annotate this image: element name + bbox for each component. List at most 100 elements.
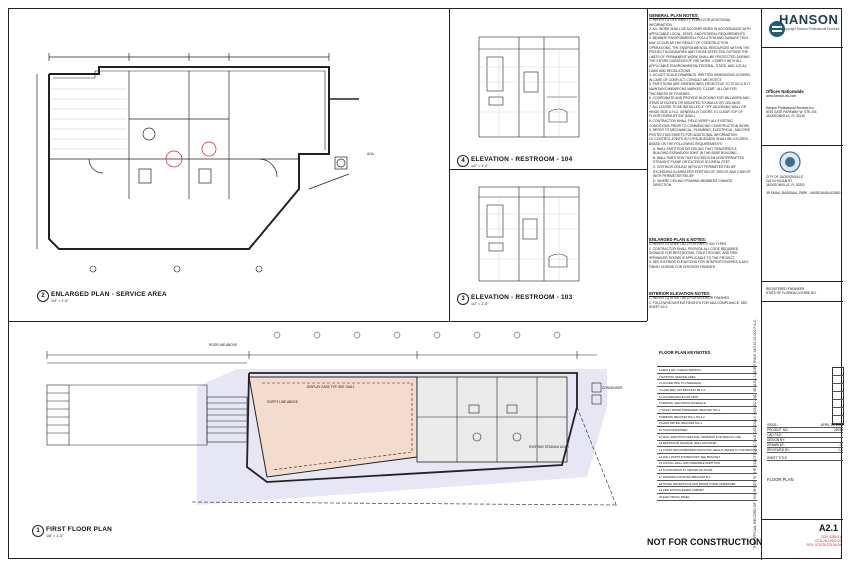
issue-value: APRIL 23, 2026	[820, 423, 843, 427]
general-note-10d: D. WHERE CEILING FRAMING MEMBERS CHANGE …	[653, 178, 733, 188]
keynote-text: 20 ELECTRICAL PANEL	[659, 494, 690, 499]
sheet-title-label: SHEET TITLE	[767, 456, 843, 461]
client-address-2: JACKSONVILLE, FL 32202	[766, 183, 805, 187]
view-divider	[449, 9, 450, 321]
tb-line	[761, 301, 843, 302]
keynote-row: 16 FLOOR DRAIN AT CENTER OF ROOM	[657, 467, 757, 474]
view-divider	[449, 169, 647, 170]
drawn-row: DRAWN BY: JC	[767, 443, 843, 448]
keynote-row: 15 INSTALL WALL AND OPERABLE PARTITION	[657, 461, 757, 468]
project-no-row: PROJECT NO: 25036	[767, 428, 843, 433]
keynote-text: 4 CASE BAR, ADJ BRACKET B4.2.3	[659, 387, 705, 392]
general-notes-title: GENERAL PLAN NOTES:	[649, 13, 699, 18]
doc-ids: CDN: 6256.51 CCD-26-12042.00 RCV: 0T1026…	[799, 535, 841, 547]
general-note-9: 9. REFER TO MECHANICAL, PLUMBING, ELECTR…	[649, 128, 751, 137]
keynote-row: 9 HAND DRYER, BRACKET 8/A-1	[657, 421, 757, 428]
keynote-row: 4 CASE BAR, ADJ BRACKET B4.2.3	[657, 387, 757, 394]
general-note-8: 8. CONTRACTOR SHALL FIELD VERIFY ALL EXI…	[649, 119, 751, 128]
revision-grid	[832, 367, 844, 425]
interior-notes: INTERIOR ELEVATION NOTES: 1. REFER TO SH…	[649, 291, 751, 310]
view-2-scale: 1/4" = 1'-0"	[51, 299, 69, 303]
enlarged-note-3: 3. SEE INTERIOR ELEVATIONS FOR INTERIOR …	[649, 260, 749, 269]
view-3-bubble: 3	[457, 293, 469, 305]
roofline-label: ROOFLINE ABOVE	[209, 343, 237, 347]
logo-wordmark: HANSON	[779, 12, 839, 27]
view-1-scale: 1/8" = 1'-0"	[46, 534, 64, 538]
aoa-label: AOA	[367, 152, 374, 156]
enlarged-note-1: 1. REFER TO SHEET A2.2 FOR PARTITION TYP…	[649, 242, 728, 246]
issue-label: ISSUE:	[767, 423, 778, 427]
general-note-6: 6. COORDINATE AND PROVIDE BLOCKING FOR M…	[649, 96, 750, 105]
not-for-construction: NOT FOR CONSTRUCTION	[647, 537, 763, 547]
interior-note-1: 1. REFER TO SHEET A9.0 FOR INTERIOR FINI…	[649, 296, 731, 300]
keynote-text: 5 LOUVER/GRILLE FOR VENT	[659, 394, 699, 399]
condenser-label: CONDENSER	[602, 386, 623, 390]
keynote-text: 1 NEW 3 HR. CHARACTERISTIC	[659, 367, 702, 372]
keynote-row: 8 MIRROR, BRACKET 8/A-1, B4-4.2	[657, 414, 757, 421]
keynote-text: 13 TOILET RECOMMENDED MOUNTING HEIGHT. R…	[659, 448, 757, 453]
client-name: CITY OF JACKSONVILLE	[766, 175, 804, 179]
project-no-label: PROJECT NO:	[767, 428, 789, 432]
general-note-5: 5. PARTITIONS ARE DIMENSIONED FROM STUD …	[649, 82, 751, 96]
keynote-row: 11 WALL PARTITION VERTICAL GRAB BAR FOR …	[657, 434, 757, 441]
company-address-2: JACKSONVILLE, FL 32216	[766, 114, 805, 118]
keynote-row: 13 TOILET RECOMMENDED MOUNTING HEIGHT. R…	[657, 447, 757, 454]
view-1-bubble: 1	[32, 525, 44, 537]
keynote-text: 9 HAND DRYER, BRACKET 8/A-1	[659, 421, 702, 426]
keynote-row: 5 LOUVER/GRILLE FOR VENT	[657, 394, 757, 401]
keynote-row: 3 LOUVER PIPE TO OVERHEAD	[657, 380, 757, 388]
keynote-text: 18 TRASH RECEPTACLE AND PAPER TOWEL DISP…	[659, 481, 736, 486]
general-note-4: 4. DO NOT SCALE DRAWINGS. WRITTEN DIMENS…	[649, 73, 751, 82]
enlarged-note-2: 2. CONTRACTOR SHALL PROVIDE ALL CODE REQ…	[649, 246, 739, 260]
keynote-text: 15 INSTALL WALL AND OPERABLE PARTITION	[659, 461, 720, 466]
keynote-text: 11 WALL PARTITION VERTICAL GRAB BAR FOR …	[659, 434, 741, 439]
existing-light-label: EXISTING STADIUM LIGHT	[529, 445, 570, 449]
general-note-1: 1. REFER TO LIFE SAFETY PLANS FOR ADDITI…	[649, 18, 731, 27]
keynote-text: 3 LOUVER PIPE TO OVERHEAD	[659, 381, 702, 386]
client-block: CITY OF JACKSONVILLE 214 N HOGAN ST JACK…	[766, 175, 842, 195]
enlarged-service-area-plan	[36, 53, 359, 273]
sheet-number: A2.1	[819, 523, 839, 533]
keynote-row: 6 MIRROR, SEE FINISH SCHEDULE	[657, 400, 757, 408]
elevation-restroom-104	[478, 36, 580, 138]
offices-block: Offices Nationwide www.hanson-inc.com Ha…	[766, 89, 842, 118]
keynote-row: 1 NEW 3 HR. CHARACTERISTIC	[657, 367, 757, 374]
engineer-block: REGISTERED ENGINEER STATE OF FLORIDA LIC…	[766, 287, 842, 295]
keynote-row: 10 SOAP DISPENSER	[657, 427, 757, 434]
general-notes: GENERAL PLAN NOTES: 1. REFER TO LIFE SAF…	[649, 13, 751, 188]
project-title: JR SMALL BASEBALL PARK - MUSEUM BUILDING	[766, 191, 841, 195]
keynote-text: 12 RESTROOM SIGNAGE, WALL MOUNTED	[659, 441, 717, 446]
reviewed-label: REVIEWED BY:	[767, 448, 790, 452]
keynote-row: 17 DRINKING FOUNTAIN BRACKET B-4	[657, 474, 757, 481]
view-2-bubble: 2	[37, 290, 49, 302]
reviewed-value: CD	[838, 448, 843, 452]
cad-label: CAD FILE:	[767, 433, 783, 437]
keynote-row: 20 ELECTRICAL PANEL	[657, 494, 757, 501]
hanson-logo-icon	[768, 20, 786, 38]
keynote-text: 8 MIRROR, BRACKET 8/A-1, B4-4.2	[659, 414, 705, 419]
display-case-label: DISPLAY CASE TYP. SEE 7/A8.1	[307, 385, 355, 389]
keynote-text: 7 TOILET PAPER DISPENSER, BRACKET 8/A-1	[659, 407, 721, 412]
issue-row: ISSUE: APRIL 23, 2026	[767, 423, 843, 428]
keynotes-table: 1 NEW 3 HR. CHARACTERISTIC 2 EXISTING SE…	[657, 366, 757, 501]
drawn-label: DRAWN BY:	[767, 443, 785, 447]
keynote-row: 7 TOILET PAPER DISPENSER, BRACKET 8/A-1	[657, 407, 757, 414]
tb-line	[761, 281, 843, 282]
view-3-scale: 1/2" = 1'-0"	[471, 302, 489, 306]
doc-id-1: CDN: 6256.51	[820, 535, 841, 539]
keynote-row: 2 EXISTING SERVICE AREA	[657, 374, 757, 381]
keynote-text: 19 FIRE EXTINGUISHER CABINET	[659, 488, 704, 493]
view-4-title: ELEVATION - RESTROOM - 104	[471, 156, 573, 163]
first-floor-plan	[46, 331, 618, 508]
enlarged-notes-title: ENLARGED PLAN & NOTES:	[649, 237, 707, 242]
design-row: DESIGN BY:	[767, 438, 843, 443]
tb-line	[761, 145, 843, 146]
company-address-1: 8075 GATE PARKWAY W, STE 204	[766, 110, 817, 114]
design-label: DESIGN BY:	[767, 438, 786, 442]
general-note-10b: B. WALL PARTITION THAT EXCEEDS AN UNINTE…	[653, 155, 745, 165]
tb-line	[761, 47, 843, 48]
interior-note-2: 2. FOLLOW MOUNTING HEIGHTS FOR ADA COMPL…	[649, 300, 748, 310]
interior-notes-title: INTERIOR ELEVATION NOTES:	[649, 291, 711, 296]
soffit-label: SOFFIT LINE ABOVE	[267, 400, 298, 404]
cad-row: CAD FILE:	[767, 433, 843, 438]
